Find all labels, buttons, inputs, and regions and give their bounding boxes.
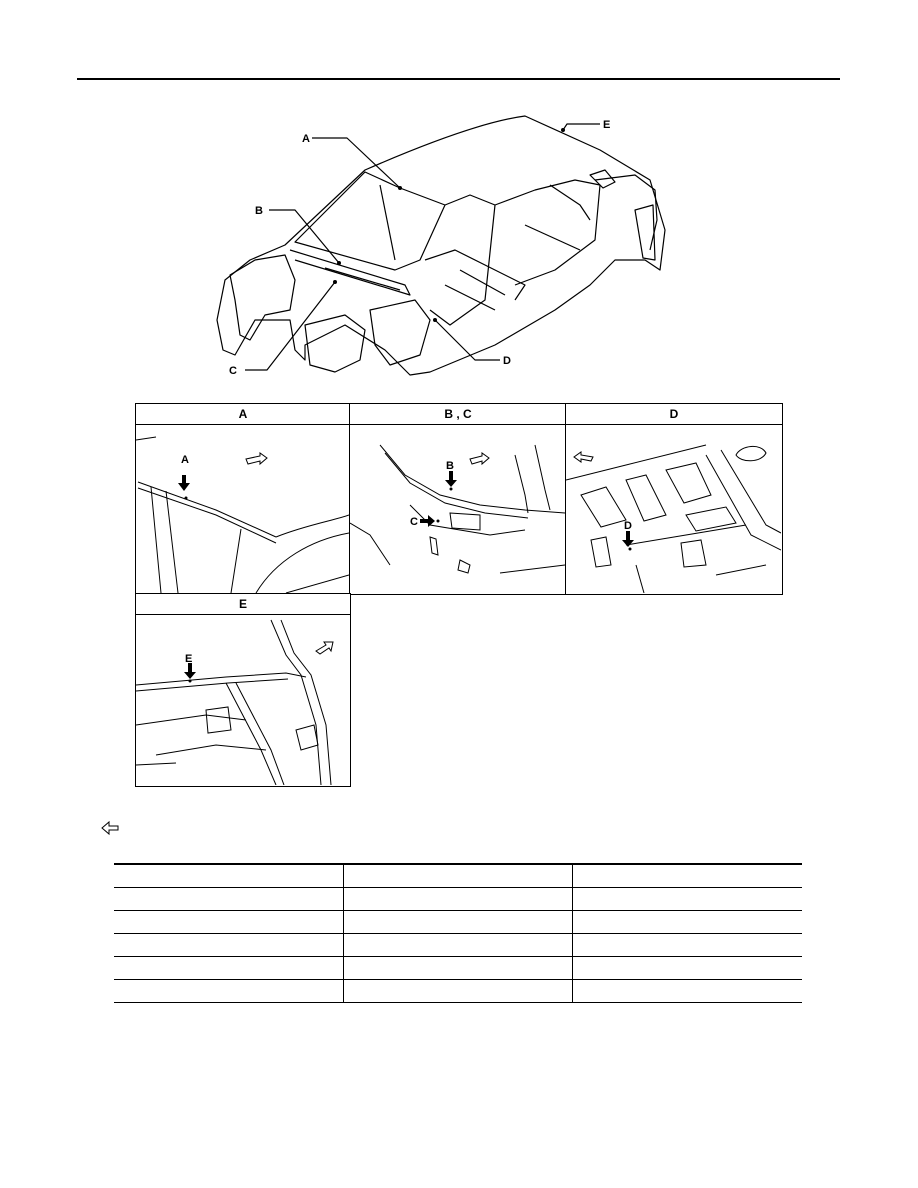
table-cell [342, 910, 573, 934]
table-cell [572, 979, 802, 1003]
detail-view-c-marker: C [410, 516, 418, 528]
detail-view-a-marker: A [181, 454, 189, 466]
table-header-cell [342, 863, 573, 888]
specification-table [114, 863, 802, 1003]
overview-callout-b: B [255, 205, 263, 217]
detail-view-d: D D [565, 403, 783, 595]
table-cell [572, 956, 802, 980]
detail-view-b-marker: B [446, 460, 454, 472]
detail-view-d-marker: D [624, 520, 632, 532]
table-row [114, 956, 802, 980]
table-cell [342, 933, 573, 957]
front-arrow-outline-icon [101, 820, 119, 836]
detail-view-a: A A [135, 403, 351, 595]
table-row [114, 910, 802, 934]
table-header-cell [114, 863, 344, 888]
table-cell [572, 887, 802, 911]
detail-view-d-header: D [566, 404, 782, 425]
table-cell [572, 910, 802, 934]
detail-view-e: E E [135, 593, 351, 787]
detail-view-d-illustration: D [566, 444, 781, 593]
vehicle-body-overview-illustration: A B C D E [216, 115, 666, 377]
table-header-cell [572, 863, 802, 888]
table-cell [114, 933, 344, 957]
table-cell [342, 979, 573, 1003]
table-cell [342, 887, 573, 911]
overview-callout-d: D [503, 355, 511, 367]
table-cell [114, 956, 344, 980]
table-cell [114, 887, 344, 911]
detail-view-e-illustration: E [136, 619, 334, 785]
detail-view-e-header: E [136, 594, 350, 615]
table-cell [342, 956, 573, 980]
table-row [114, 887, 802, 911]
table-row [114, 979, 802, 1003]
table-cell [572, 933, 802, 957]
table-row [114, 933, 802, 957]
detail-view-a-illustration: A [136, 436, 349, 593]
detail-views-grid: A A B , C [135, 403, 783, 787]
overview-callout-a: A [302, 133, 310, 145]
detail-view-bc: B , C B [349, 403, 567, 595]
table-cell [114, 910, 344, 934]
overview-callout-c: C [229, 365, 237, 377]
table-cell [114, 979, 344, 1003]
detail-view-a-header: A [136, 404, 350, 425]
detail-view-bc-illustration: B C [350, 444, 565, 574]
overview-callout-e: E [603, 119, 610, 131]
header-rule [77, 78, 840, 80]
detail-view-bc-header: B , C [350, 404, 566, 425]
table-header-row [114, 863, 802, 888]
detail-view-e-marker: E [185, 653, 192, 665]
